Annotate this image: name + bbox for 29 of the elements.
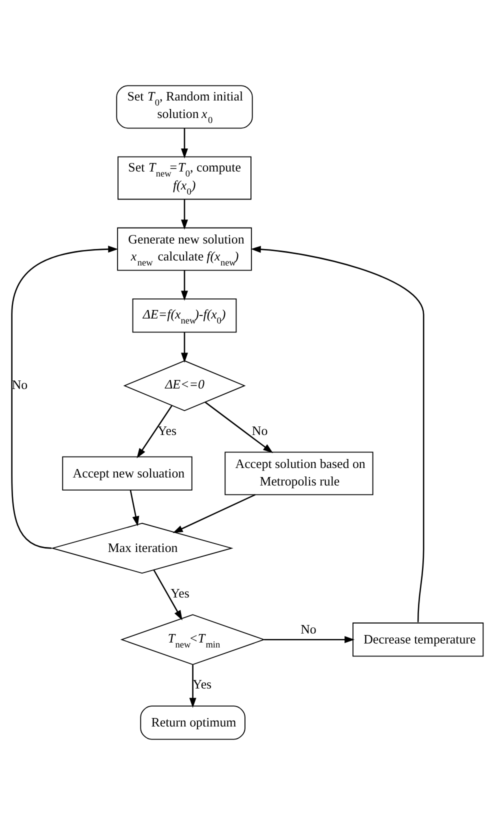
arrow <box>204 402 274 454</box>
node-diamond: Max iteration <box>50 522 234 574</box>
edge-label: Yes <box>170 585 190 600</box>
edge-label: Yes <box>158 422 176 438</box>
arrow <box>153 570 182 620</box>
arrow <box>11 246 118 549</box>
node-box: Accept solution based on Metropolis rule <box>224 452 374 496</box>
node-box: Set T$_{0}$, Random initial solution x$_{0}$ <box>116 85 253 129</box>
arrow <box>172 494 256 533</box>
arrow <box>181 270 188 301</box>
edge-label: No <box>300 621 316 636</box>
node-box: ΔE=f(x$_{new}$)-f(x$_{0}$) <box>132 298 237 333</box>
edge-label: No <box>252 422 268 438</box>
node-box: Return optimum <box>140 706 246 740</box>
arrow <box>264 636 355 644</box>
arrow <box>250 246 424 622</box>
node-diamond: T$_{new}$<T$_{min}$ <box>120 614 266 666</box>
arrow <box>181 332 188 363</box>
node-box: Generate new solution x$_{new}$ calculate f(x$_{new}$) <box>117 227 252 271</box>
arrow <box>136 405 172 458</box>
node-box: Set T$_{new}$=T$_{0}$, compute f(x$_{0}$) <box>118 156 252 200</box>
node-diamond: ΔE<=0 <box>123 360 246 412</box>
arrow <box>181 199 188 230</box>
arrow <box>189 664 196 708</box>
node-box: Accept new soluation <box>62 456 192 490</box>
edge-label: No <box>12 377 28 392</box>
node-box: Decrease temperature <box>352 622 484 657</box>
arrow <box>130 490 140 526</box>
arrow <box>181 128 188 159</box>
